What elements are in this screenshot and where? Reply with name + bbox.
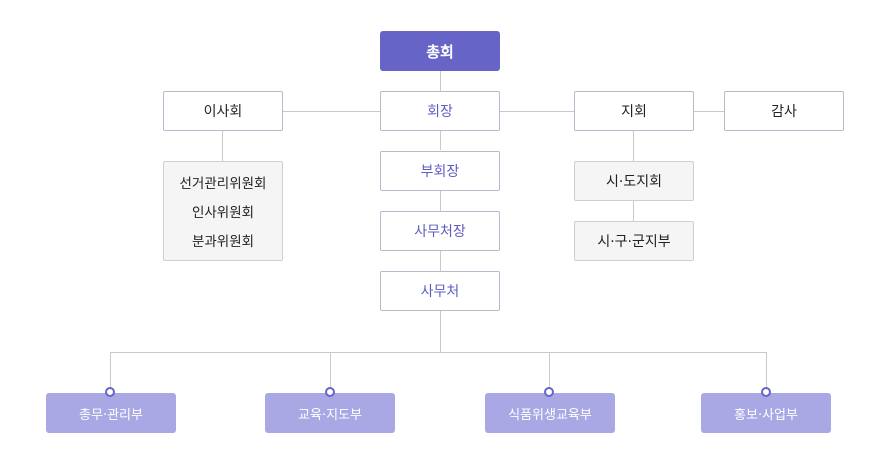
connector-president-branch [500,111,574,112]
connector-secretary-secretariat [440,251,441,271]
committee-subcommittee: 분과위원회 [191,234,255,250]
connector-board-committees [222,131,223,161]
connector-dot-dept-2 [325,387,335,397]
vice-president-label: 부회장 [420,164,460,180]
president-label: 회장 [427,104,453,120]
secretary-general-label: 사무처장 [414,224,466,240]
secretariat-label: 사무처 [420,284,460,300]
general-assembly-label: 총회 [426,42,454,61]
connector-departments-horizontal [110,352,767,353]
department-label: 식품위생교육부 [508,407,592,423]
general-assembly-box: 총회 [380,31,500,71]
regional-branch-label: 시·도지회 [606,174,662,190]
local-branch-box: 시·구·군지부 [574,221,694,261]
regional-branch-box: 시·도지회 [574,161,694,201]
committee-personnel: 인사위원회 [191,205,255,221]
local-branch-label: 시·구·군지부 [597,234,671,250]
connector-branch-audit [693,111,724,112]
department-label: 교육·지도부 [298,407,362,423]
connector-secretariat-down [440,311,441,352]
connector-dept-4 [766,352,767,388]
connector-dot-dept-3 [544,387,554,397]
connector-dept-3 [549,352,550,388]
department-general-affairs: 총무·관리부 [46,393,176,433]
department-food-hygiene-education: 식품위생교육부 [485,393,615,433]
connector-dept-2 [330,352,331,388]
president-box: 회장 [380,91,500,131]
connector-dot-dept-1 [105,387,115,397]
board-label: 이사회 [203,104,243,120]
department-label: 총무·관리부 [79,407,143,423]
connector-vice-secretary [440,191,441,211]
board-committees-box: 선거관리위원회 인사위원회 분과위원회 [163,161,283,261]
committee-election: 선거관리위원회 [179,176,267,192]
connector-president-vice [440,131,441,150]
connector-assembly-president [440,70,441,91]
department-education-guidance: 교육·지도부 [265,393,395,433]
vice-president-box: 부회장 [380,151,500,191]
branch-label: 지회 [621,104,647,120]
department-label: 홍보·사업부 [734,407,798,423]
department-pr-business: 홍보·사업부 [701,393,831,433]
board-box: 이사회 [163,91,283,131]
audit-label: 감사 [771,104,797,120]
branch-box: 지회 [574,91,694,131]
connector-regional-local [633,201,634,221]
connector-board-president [282,111,380,112]
connector-branch-regional [633,131,634,161]
secretariat-box: 사무처 [380,271,500,311]
audit-box: 감사 [724,91,844,131]
secretary-general-box: 사무처장 [380,211,500,251]
connector-dot-dept-4 [761,387,771,397]
connector-dept-1 [110,352,111,388]
